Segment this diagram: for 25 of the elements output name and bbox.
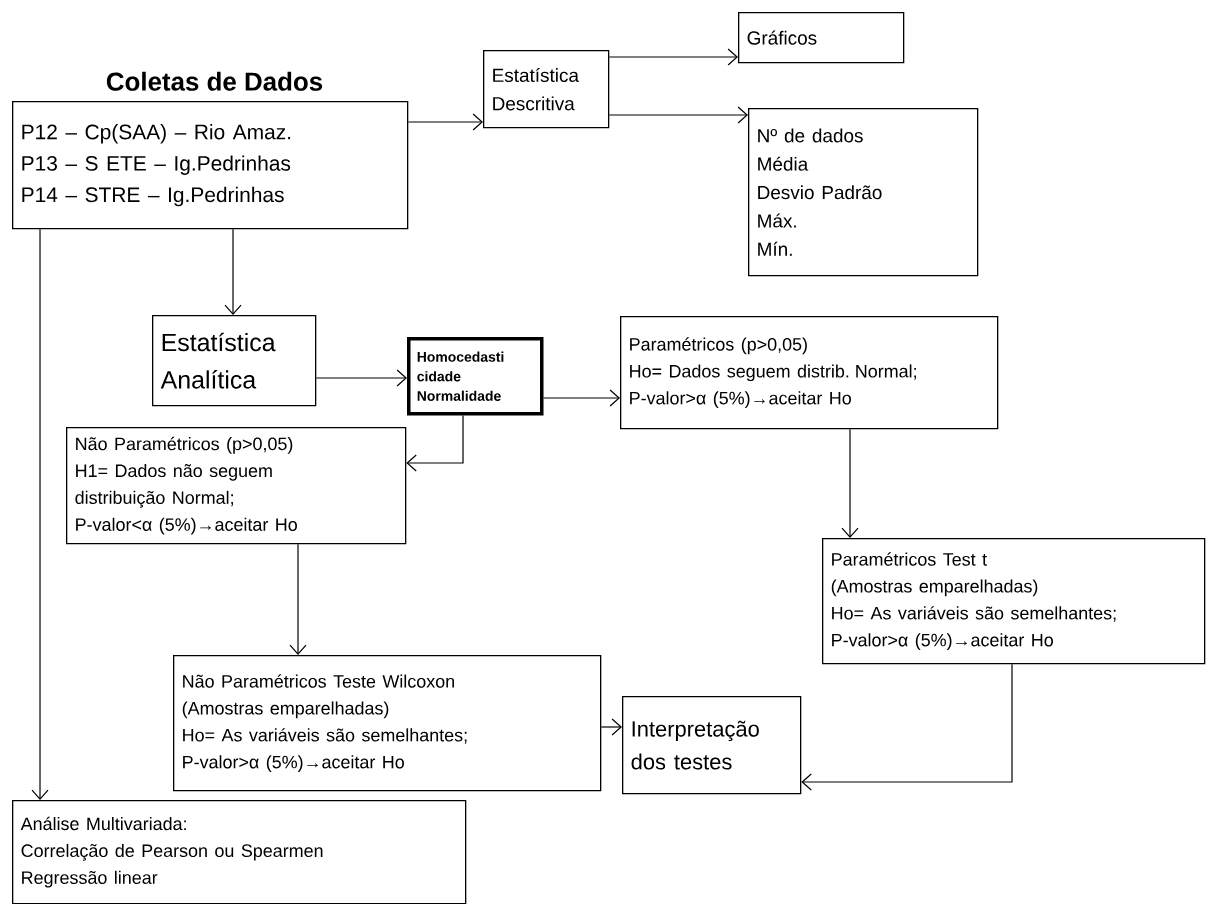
process-box: P12 – Cp(SAA) – Rio Amaz. P13 – S ETE – Ig.Pedrinhas P14 – STRE – Ig.Pedrinhas: [12, 101, 409, 230]
process-box: Não Paramétricos (p>0,05) H1= Dados não seguem distribuição Normal; P-valor<α (5%)→aceitar Ho: [66, 427, 407, 545]
process-box: Interpretação dos testes: [622, 696, 802, 795]
process-box: Gráficos: [738, 12, 905, 64]
process-box: Nº de dados Média Desvio Padrão Máx. Mín.: [748, 108, 979, 277]
arrow: [289, 543, 307, 655]
process-box: Homocedasti cidade Normalidade: [407, 337, 544, 416]
process-box: Estatística Analítica: [152, 315, 317, 407]
arrow: [801, 663, 1013, 791]
arrow: [542, 389, 620, 407]
process-box: Paramétricos Test t (Amostras emparelhadas) Ho= As variáveis são semelhantes; P-valor>α (5%)→aceitar Ho: [822, 538, 1206, 665]
arrow: [608, 106, 748, 124]
arrow: [600, 718, 622, 736]
arrow: [224, 228, 242, 315]
arrow: [406, 414, 464, 472]
process-box: Não Paramétricos Teste Wilcoxon (Amostras emparelhadas) Ho= As variáveis são semelhantes; P-valor>α (5%)→aceitar Ho: [173, 655, 602, 792]
arrow: [315, 369, 407, 387]
box-heading: Coletas de Dados: [106, 71, 323, 91]
arrow: [841, 428, 859, 538]
arrow: [31, 228, 49, 800]
process-box: Estatística Descritiva: [483, 50, 610, 129]
process-box: Análise Multivariada: Correlação de Pearson ou Spearmen Regressão linear: [12, 800, 467, 904]
arrow: [407, 113, 483, 131]
process-box: Paramétricos (p>0,05) Ho= Dados seguem distrib. Normal; P-valor>α (5%)→aceitar Ho: [620, 316, 999, 430]
arrow: [608, 48, 738, 66]
